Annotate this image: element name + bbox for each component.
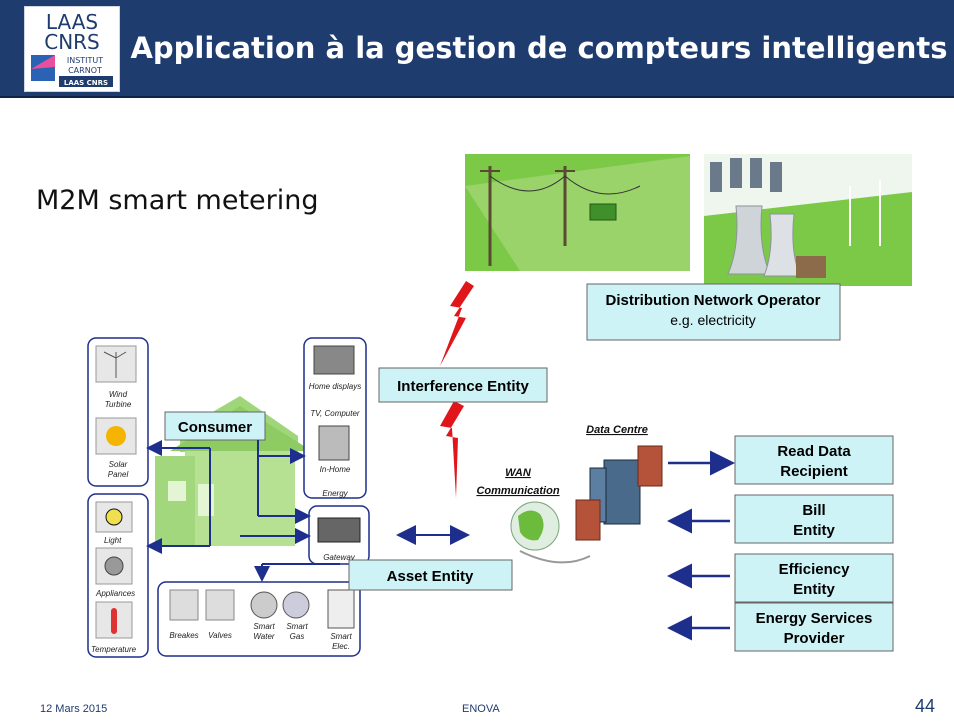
bill-line-2: Entity	[793, 522, 835, 539]
display-panel: Home displays TV, Computer In-Home Energ…	[303, 337, 367, 499]
gateway-router-icon	[317, 517, 361, 543]
breaker-icon	[169, 589, 199, 621]
in-home-device-icon	[318, 425, 350, 461]
footer-date: 12 Mars 2015	[40, 703, 108, 715]
interference-entity-box: Interference Entity	[378, 367, 548, 403]
turbine-label: Turbine	[105, 400, 132, 409]
in-home-label: In-Home	[320, 465, 351, 474]
valve-icon	[205, 589, 235, 621]
home-display-icon	[313, 345, 355, 375]
power-plant-image	[704, 154, 912, 286]
data-centre-label: Data Centre	[586, 424, 648, 436]
consumer-connectors	[146, 440, 340, 582]
read-data-line-2: Recipient	[780, 463, 848, 480]
esp-line-1: Energy Services	[756, 610, 873, 627]
slide-subtitle: M2M smart metering	[36, 185, 319, 216]
panel-label: Panel	[108, 470, 129, 479]
right-arrows	[667, 450, 735, 641]
interference-label: Interference Entity	[397, 378, 529, 395]
dno-title: Distribution Network Operator	[605, 292, 820, 309]
gateway-label: Gateway	[323, 553, 356, 562]
asset-entity-box: Asset Entity	[348, 559, 513, 591]
smart-elec-label-2: Elec.	[332, 642, 350, 651]
power-lines-image	[465, 154, 690, 271]
page-number: 44	[915, 696, 936, 716]
efficiency-line-2: Entity	[793, 581, 835, 598]
smart-water-label-2: Water	[253, 632, 275, 641]
bill-line-1: Bill	[802, 502, 825, 519]
header-banner: LAAS CNRS INSTITUT CARNOT LAAS CNRS Appl…	[0, 0, 954, 98]
wan-label-2: Communication	[476, 485, 559, 497]
temperature-label: Temperature	[91, 645, 137, 654]
smart-gas-label-1: Smart	[286, 622, 308, 631]
home-displays-label: Home displays	[309, 382, 361, 391]
consumer-label: Consumer	[178, 419, 252, 436]
metering-devices-panel: Breakes Valves Smart Water Smart Gas Sma…	[157, 581, 361, 657]
laas-cnrs-logo: LAAS CNRS INSTITUT CARNOT LAAS CNRS	[24, 6, 120, 92]
light-label: Light	[104, 536, 122, 545]
distribution-network-operator-box: Distribution Network Operator e.g. elect…	[586, 283, 841, 341]
logo-line-1: LAAS	[46, 10, 98, 34]
footer-center: ENOVA	[462, 703, 500, 715]
loads-panel: Light Appliances Temperature	[87, 493, 149, 658]
gateway-panel: Gateway	[308, 505, 370, 565]
lightning-bolt-bottom-icon	[440, 401, 464, 498]
data-centre-servers-icon	[575, 445, 663, 541]
wan-label-1: WAN	[505, 467, 532, 479]
energy-label: Energy	[322, 489, 348, 498]
smart-water-label-1: Smart	[253, 622, 275, 631]
valves-label: Valves	[208, 631, 232, 640]
slide-title: Application à la gestion de compteurs in…	[130, 31, 948, 65]
asset-label: Asset Entity	[387, 568, 474, 585]
dno-sub: e.g. electricity	[670, 312, 756, 328]
m2m-diagram: Distribution Network Operator e.g. elect…	[87, 154, 912, 658]
smart-gas-meter-icon	[282, 591, 310, 619]
efficiency-entity-box: Efficiency Entity	[734, 553, 894, 603]
globe-icon	[510, 501, 591, 564]
appliances-label: Appliances	[95, 589, 135, 598]
generation-panel: Wind Turbine Solar Panel	[87, 337, 149, 487]
logo-line-5: LAAS CNRS	[64, 79, 108, 87]
smart-water-meter-icon	[250, 591, 278, 619]
logo-line-2: CNRS	[44, 30, 100, 54]
logo-line-3: INSTITUT	[67, 56, 103, 65]
read-data-line-1: Read Data	[777, 443, 851, 460]
read-data-recipient-box: Read Data Recipient	[734, 435, 894, 485]
lightning-bolt-top-icon	[440, 281, 474, 366]
smart-gas-label-2: Gas	[290, 632, 305, 641]
energy-services-provider-box: Energy Services Provider	[734, 602, 894, 652]
breakes-label: Breakes	[169, 631, 198, 640]
smart-elec-meter-icon	[327, 589, 355, 629]
efficiency-line-1: Efficiency	[779, 561, 851, 578]
bill-entity-box: Bill Entity	[734, 494, 894, 544]
smart-elec-label-1: Smart	[330, 632, 352, 641]
logo-line-4: CARNOT	[68, 66, 102, 75]
esp-line-2: Provider	[784, 630, 845, 647]
solar-label: Solar	[109, 460, 128, 469]
tv-computer-label: TV, Computer	[310, 409, 360, 418]
wind-label: Wind	[109, 390, 128, 399]
consumer-box: Consumer	[164, 411, 266, 441]
